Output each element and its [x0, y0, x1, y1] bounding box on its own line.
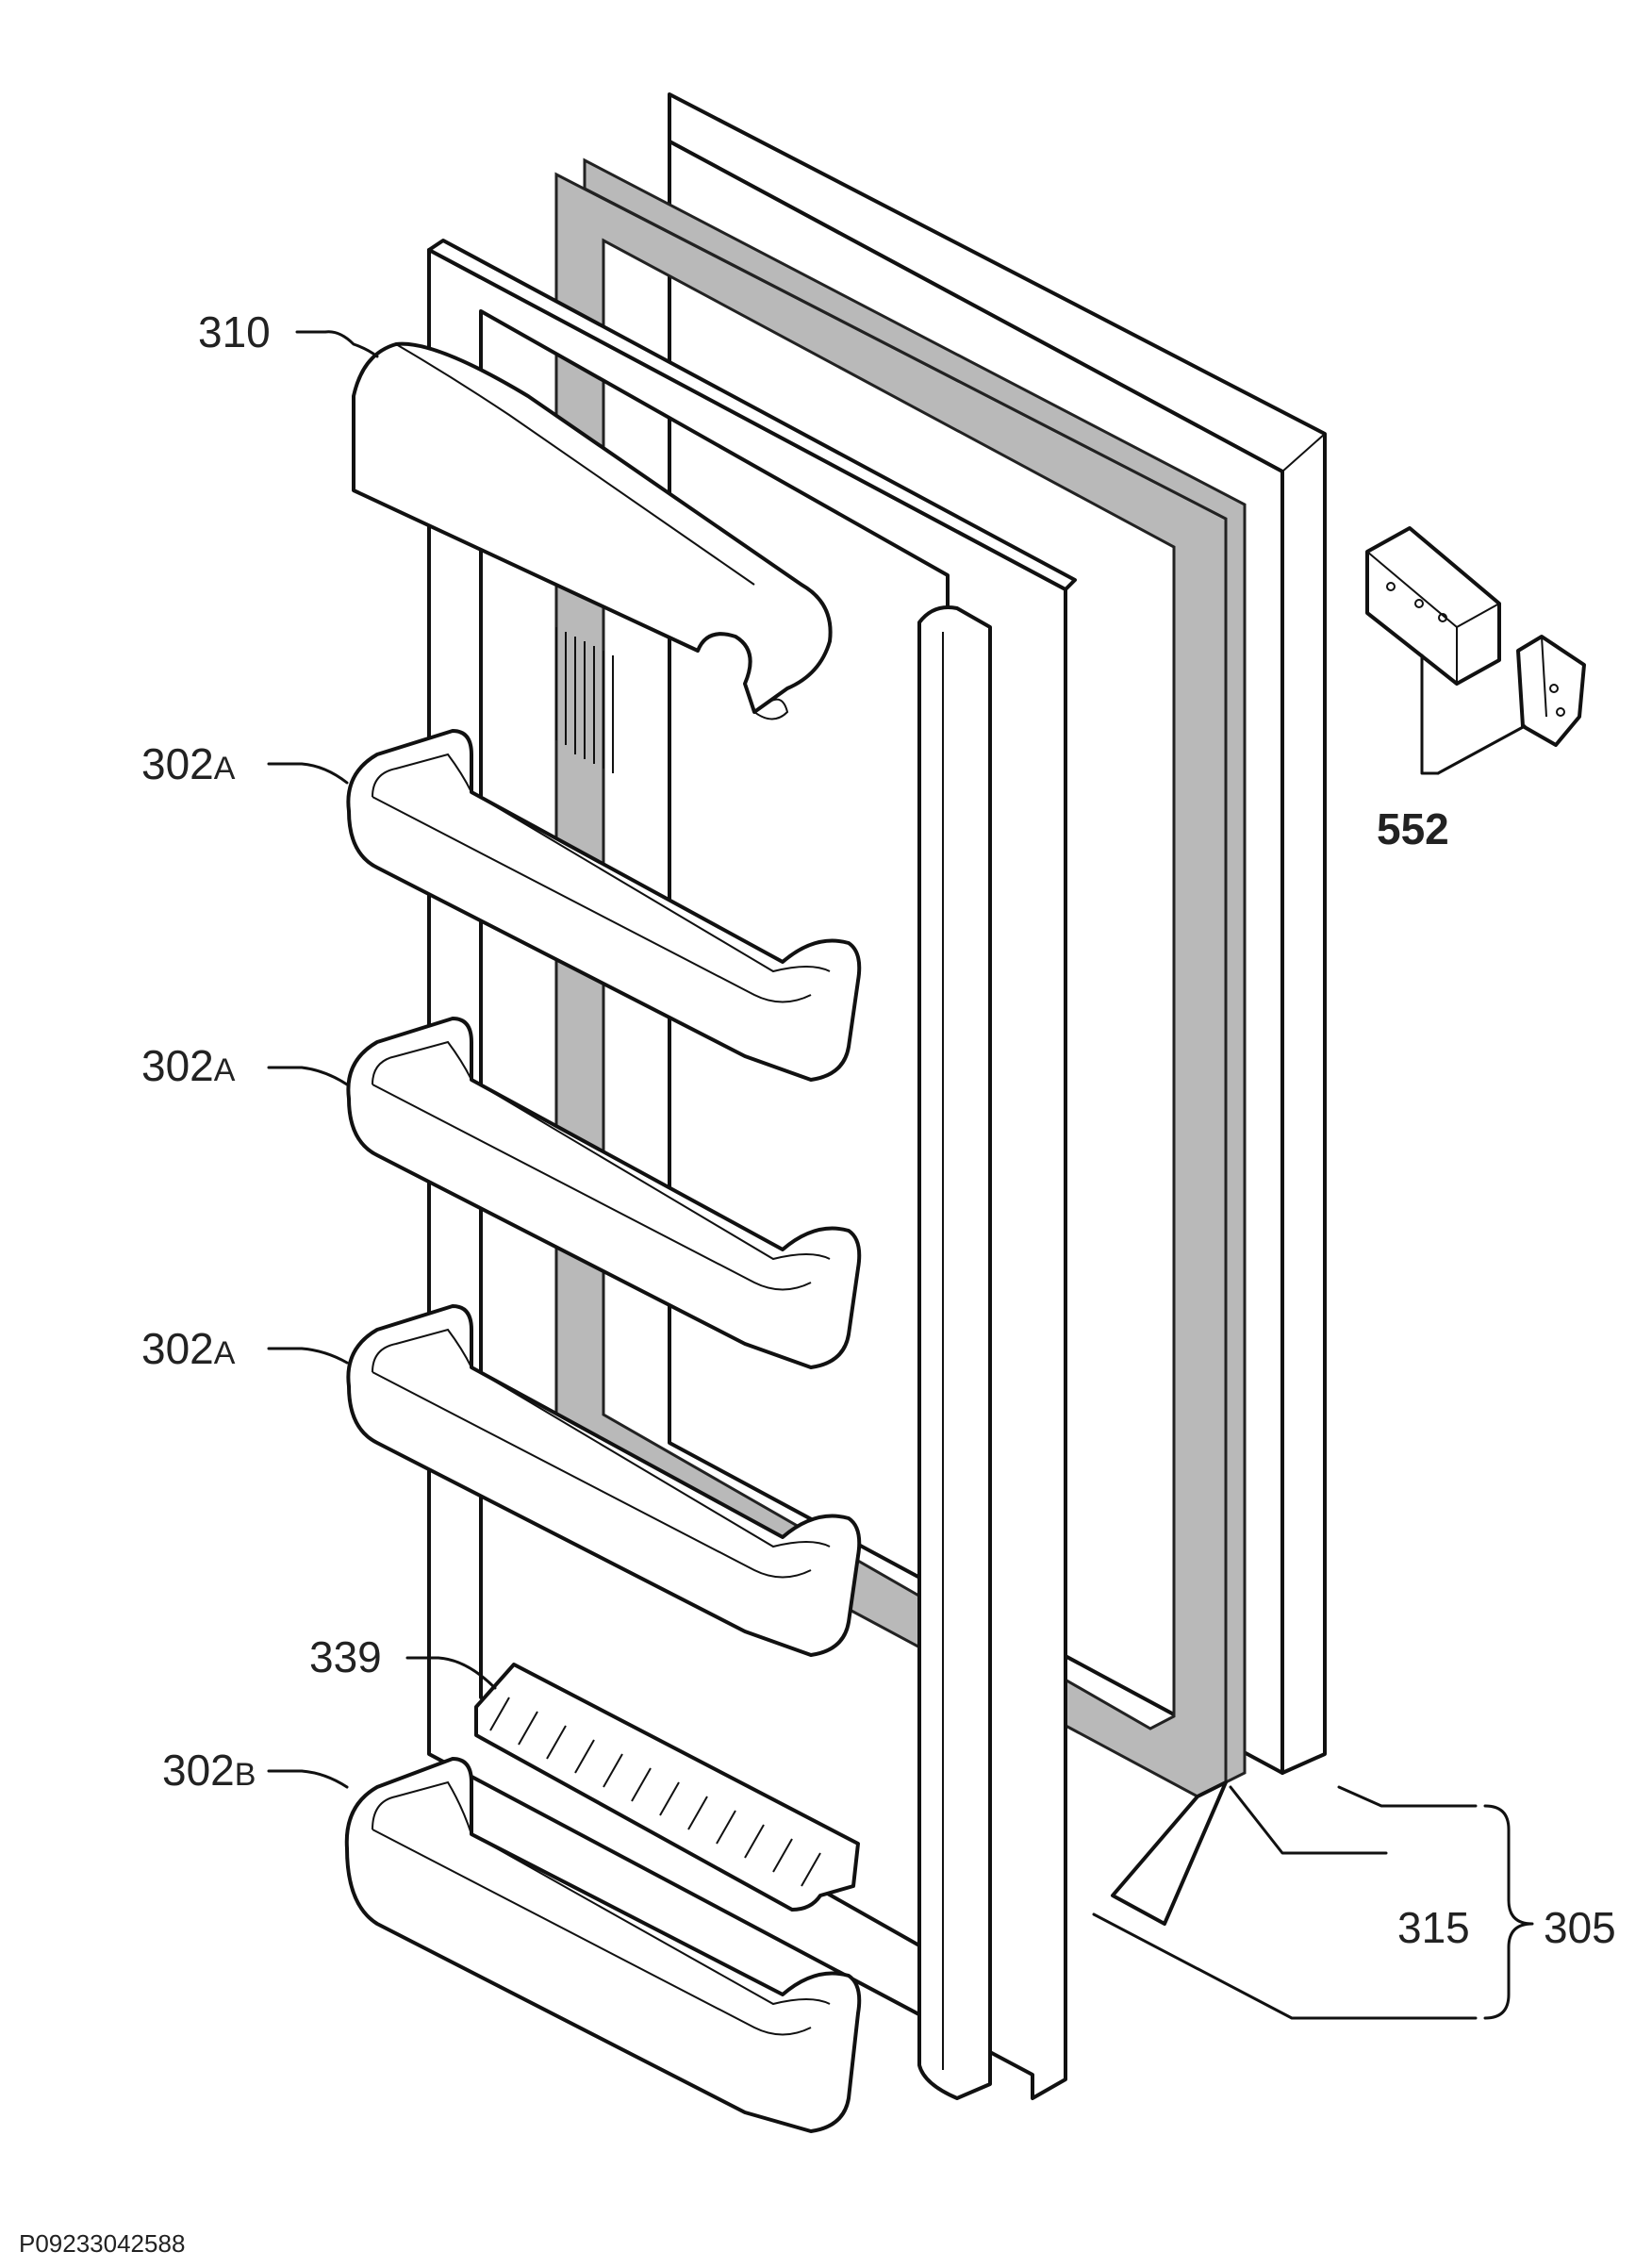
reference-code: P09233042588	[19, 2229, 185, 2258]
label-552: 552	[1377, 804, 1449, 853]
label-305: 305	[1544, 1903, 1616, 1952]
leader-lines	[267, 330, 1527, 2020]
part-302a-door-bin-3	[346, 1304, 862, 1657]
label-315: 315	[1397, 1903, 1470, 1952]
label-302a-3: 302A	[141, 1324, 236, 1373]
label-302a-2: 302A	[141, 1041, 236, 1090]
label-302a-1: 302A	[141, 739, 236, 788]
part-302a-door-bin-2	[346, 1017, 862, 1369]
part-310-dairy-cover	[352, 341, 833, 773]
part-302b-bottle-bin	[344, 1757, 862, 2133]
group-brace-305	[1483, 1804, 1534, 2020]
label-339: 339	[309, 1632, 382, 1681]
label-302b: 302B	[162, 1746, 256, 1795]
part-302a-door-bin-1	[346, 729, 862, 1082]
part-labels: 310 302A 302A 302A 339 302B 552 315 305	[141, 307, 1616, 1952]
part-552-hinge-brackets	[1365, 526, 1586, 747]
label-310: 310	[198, 307, 271, 356]
part-339-bottle-retainer	[474, 1663, 860, 1912]
door-inner-liner	[427, 239, 1077, 2100]
cover-shadow-hatching	[555, 627, 614, 773]
